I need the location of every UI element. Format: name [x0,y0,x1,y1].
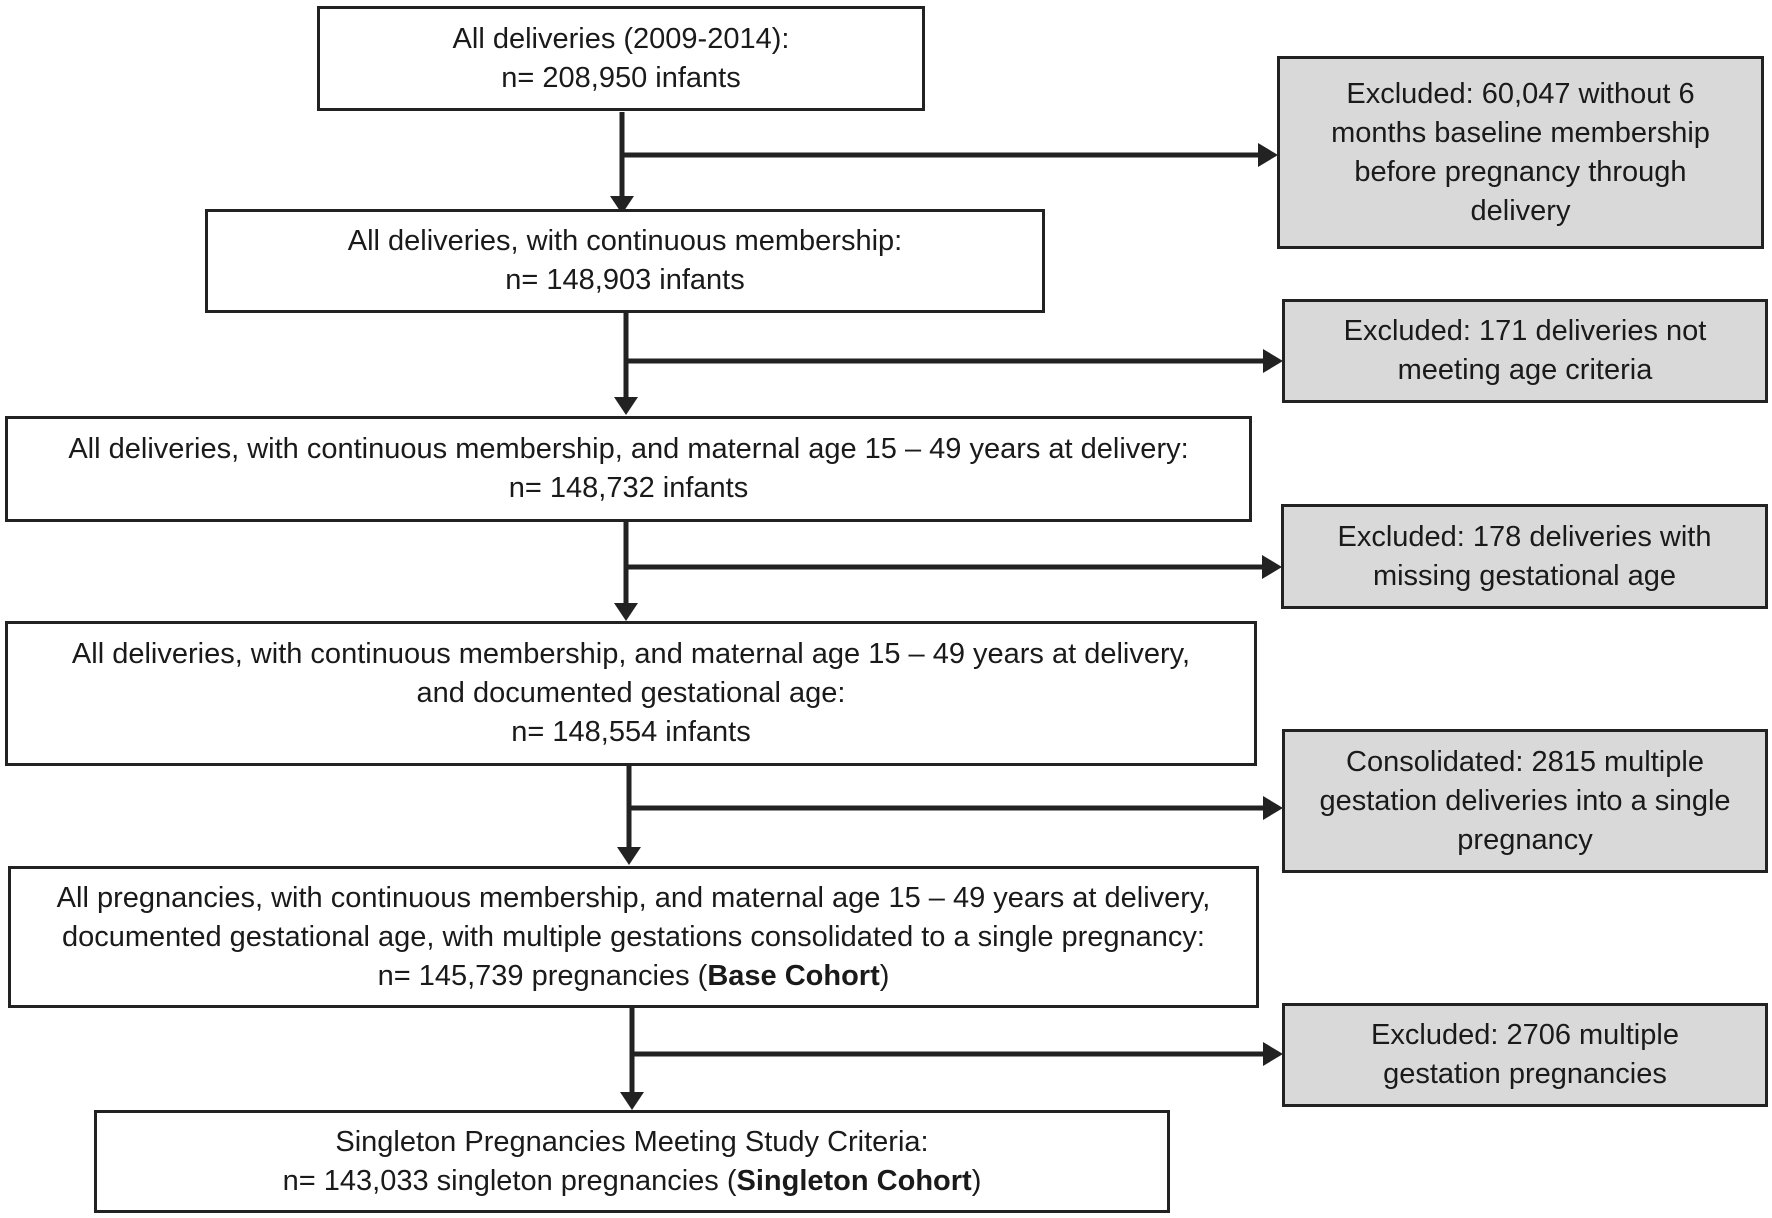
branch-arrow-1-head [1258,143,1278,167]
exclusion-1-line-3: before pregnancy through [1354,155,1687,188]
step-box-2: All deliveries, with continuous membersh… [205,209,1045,313]
exclusion-box-2: Excluded: 171 deliveries not meeting age… [1282,299,1768,403]
step-4-line-2: and documented gestational age: [416,677,846,709]
exclusion-1-line-1: Excluded: 60,047 without 6 [1346,77,1695,110]
step-box-1: All deliveries (2009-2014): n= 208,950 i… [317,6,925,111]
base-cohort-label: Base Cohort [707,959,880,992]
exclusion-3-line-1: Excluded: 178 deliveries with [1337,520,1712,553]
step-6-line-1: Singleton Pregnancies Meeting Study Crit… [335,1125,929,1158]
step-2-line-2: n= 148,903 infants [505,264,745,296]
exclusion-box-5: Excluded: 2706 multiple gestation pregna… [1282,1003,1768,1107]
exclusion-4-line-3: pregnancy [1457,823,1593,856]
step-box-6: Singleton Pregnancies Meeting Study Crit… [94,1110,1170,1213]
step-box-5: All pregnancies, with continuous members… [8,866,1259,1008]
step-5-count-suffix: ) [879,959,890,992]
branch-arrow-4-head [1263,796,1283,820]
step-box-3: All deliveries, with continuous membersh… [5,416,1252,522]
singleton-cohort-label: Singleton Cohort [736,1164,972,1197]
down-arrow-4-head [617,847,641,865]
step-1-line-1: All deliveries (2009-2014): [452,22,790,55]
exclusion-1-line-2: months baseline membership [1331,116,1710,149]
step-6-count-suffix: ) [971,1164,982,1197]
exclusion-box-1: Excluded: 60,047 without 6 months baseli… [1277,56,1764,249]
branch-arrow-5-head [1263,1042,1283,1066]
exclusion-5-line-1: Excluded: 2706 multiple [1371,1019,1679,1051]
exclusion-4-line-2: gestation deliveries into a single [1319,784,1731,817]
exclusion-2-line-2: meeting age criteria [1397,354,1653,386]
down-arrow-5-head [620,1092,644,1110]
exclusion-4-line-1: Consolidated: 2815 multiple [1346,745,1704,778]
exclusion-3-line-2: missing gestational age [1372,559,1677,592]
step-5-line-3: n= 145,739 pregnancies (Base Cohort) [57,957,1211,996]
step-1-line-2: n= 208,950 infants [501,61,741,94]
exclusion-2-line-1: Excluded: 171 deliveries not [1343,315,1707,347]
step-2-line-1: All deliveries, with continuous membersh… [347,225,903,257]
exclusion-box-3: Excluded: 178 deliveries with missing ge… [1281,504,1768,609]
step-4-line-1: All deliveries, with continuous membersh… [71,638,1191,670]
step-5-line-2: documented gestational age, with multipl… [61,920,1205,953]
branch-arrow-2-head [1263,349,1283,373]
step-box-4: All deliveries, with continuous membersh… [5,621,1257,766]
step-3-line-1: All deliveries, with continuous membersh… [68,433,1189,465]
exclusion-1-line-4: delivery [1470,194,1571,227]
branch-arrow-3-head [1262,555,1282,579]
step-5-line-1: All pregnancies, with continuous members… [56,881,1211,914]
step-3-line-2: n= 148,732 infants [508,472,749,504]
exclusion-5-line-2: gestation pregnancies [1383,1058,1667,1090]
step-6-count-prefix: n= 143,033 singleton pregnancies ( [282,1164,737,1197]
down-arrow-3-head [614,603,638,621]
down-arrow-2-head [614,397,638,415]
step-6-line-2: n= 143,033 singleton pregnancies (Single… [283,1162,982,1201]
step-4-line-3: n= 148,554 infants [511,716,751,748]
step-5-count-prefix: n= 145,739 pregnancies ( [377,959,708,992]
exclusion-box-4: Consolidated: 2815 multiple gestation de… [1282,729,1768,873]
